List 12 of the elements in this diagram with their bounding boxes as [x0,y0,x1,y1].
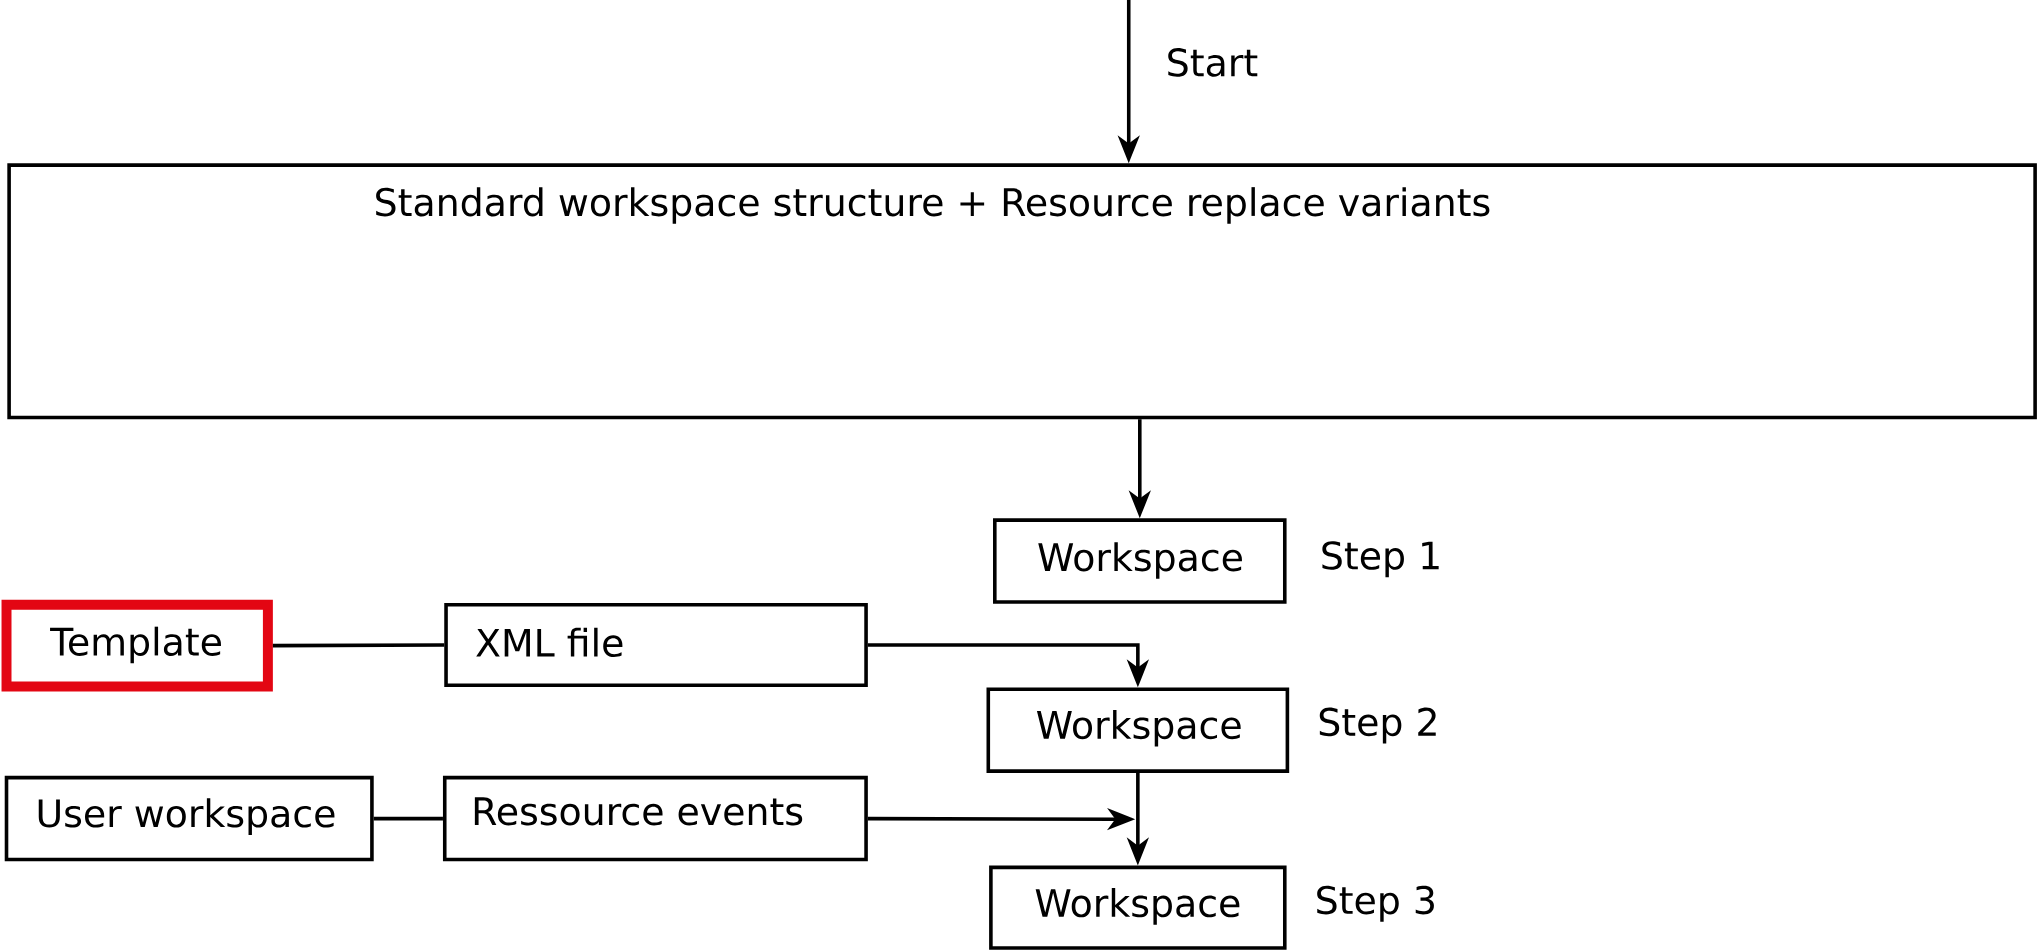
edge-label: Start [1163,46,1261,79]
process-box: User workspace [4,775,374,862]
process-box: XML file [444,602,868,688]
step-label: Step 3 [1317,885,1434,922]
process-box: Workspace [993,518,1287,604]
process-box: Template [1,599,273,692]
step-label: Step 2 [1319,707,1436,744]
process-box: Ressource events [442,775,868,862]
process-box: Workspace [986,687,1290,773]
process-box: Workspace [989,865,1287,950]
process-box: Standard workspace structure + Resource replace variants [7,163,2037,420]
step-label: Step 1 [1322,541,1439,578]
